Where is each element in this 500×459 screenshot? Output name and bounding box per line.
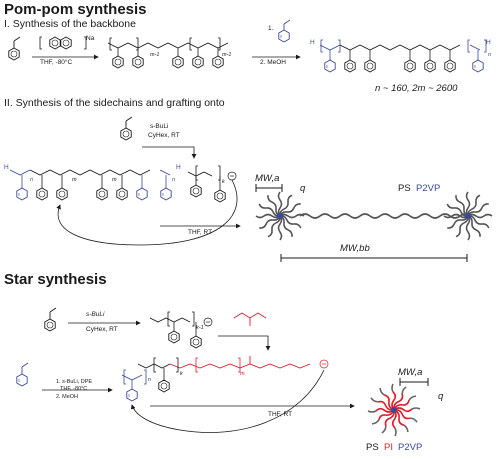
backbone-graft-site xyxy=(9,169,172,201)
pompom-mwa: MW,a xyxy=(255,173,280,184)
star-step2: 2. MeOH xyxy=(56,394,79,400)
backbone-conditions: THF, -80°C xyxy=(40,59,73,66)
star-pi-label: PI xyxy=(384,442,393,453)
star-solvent: CyHex, RT xyxy=(86,326,118,333)
sidechain-n-left: n xyxy=(30,177,34,183)
star-mwa-bar xyxy=(399,378,429,386)
vinylpyridine-reagent xyxy=(278,19,291,43)
isoprene-reagent xyxy=(233,312,267,326)
pompom-q: q xyxy=(300,183,306,194)
naphthalenide-reagent xyxy=(39,36,87,50)
styrene-monomer-2 xyxy=(120,116,133,141)
ps-pi-diblock xyxy=(137,356,329,393)
star-q: q xyxy=(438,391,444,402)
styrene-monomer-3 xyxy=(44,307,57,332)
sidechain-k: k xyxy=(222,179,225,185)
vinylpyridine-monomer-star xyxy=(16,362,29,387)
sidechain-h-left: H xyxy=(4,164,9,171)
pom-pom-cartoon xyxy=(255,184,493,262)
backbone-h-right: H xyxy=(486,39,491,46)
pompom-ps-label: PS xyxy=(398,183,411,194)
heading-sidechains: II. Synthesis of the sidechains and graf… xyxy=(4,97,225,109)
living-polystyrene-sidechain xyxy=(187,165,237,203)
backbone-h-left: H xyxy=(310,39,315,46)
pompom-p2vp-label: P2VP xyxy=(416,183,441,194)
star-step1: 1. s-BuLi, DPE xyxy=(56,379,93,385)
star-p2vp-label: P2VP xyxy=(398,442,423,453)
heading-pompom: Pom-pom synthesis xyxy=(4,1,147,18)
star-n: n xyxy=(148,377,152,383)
heading-star: Star synthesis xyxy=(4,271,107,288)
sidechain-h-right: H xyxy=(176,164,181,171)
star-reagent: s-BuLi xyxy=(86,311,105,318)
sidechain-m-2: m xyxy=(112,177,117,183)
backbone-m1a: m-1 xyxy=(150,52,160,58)
sidechain-conditions: THF, RT xyxy=(188,229,213,236)
pompom-mwbb: MW,bb xyxy=(340,243,370,254)
backbone-ratio: n ~ 160, 2m ~ 2600 xyxy=(375,83,458,94)
star-m: m xyxy=(240,371,245,377)
triblock-backbone-product xyxy=(319,39,487,73)
heading-backbone: I. Synthesis of the backbone xyxy=(4,18,136,30)
sidechain-reagent: s-BuLi xyxy=(150,123,169,130)
backbone-step2: 2. MeOH xyxy=(260,59,287,66)
star-step1b: THF, -80°C xyxy=(60,386,88,392)
sidechain-n-right: n xyxy=(172,177,176,183)
grafting-loop-arrow xyxy=(56,179,238,246)
star-cartoon xyxy=(367,383,421,437)
star-ps-label: PS xyxy=(366,442,379,453)
star-k: k xyxy=(180,371,183,377)
star-loop-arrow xyxy=(130,369,325,433)
sidechain-m: m xyxy=(72,177,77,183)
backbone-chain-black xyxy=(107,37,229,69)
living-ps-star-arm xyxy=(149,311,213,349)
sidechain-solvent: CyHex, RT xyxy=(148,132,180,139)
styrene-monomer xyxy=(8,36,21,61)
sodium-label: Na xyxy=(86,35,95,42)
arrow-isoprene xyxy=(218,335,271,351)
backbone-step1: 1. xyxy=(268,25,274,32)
star-k1: k-1 xyxy=(196,325,204,331)
backbone-m1b: m-1 xyxy=(222,52,232,58)
backbone-n-right: n xyxy=(488,52,492,58)
p2vp-core xyxy=(121,369,147,402)
star-conditions: THF, RT xyxy=(268,411,293,418)
star-mwa: MW,a xyxy=(398,367,423,378)
arrow-sidechain xyxy=(142,146,197,159)
